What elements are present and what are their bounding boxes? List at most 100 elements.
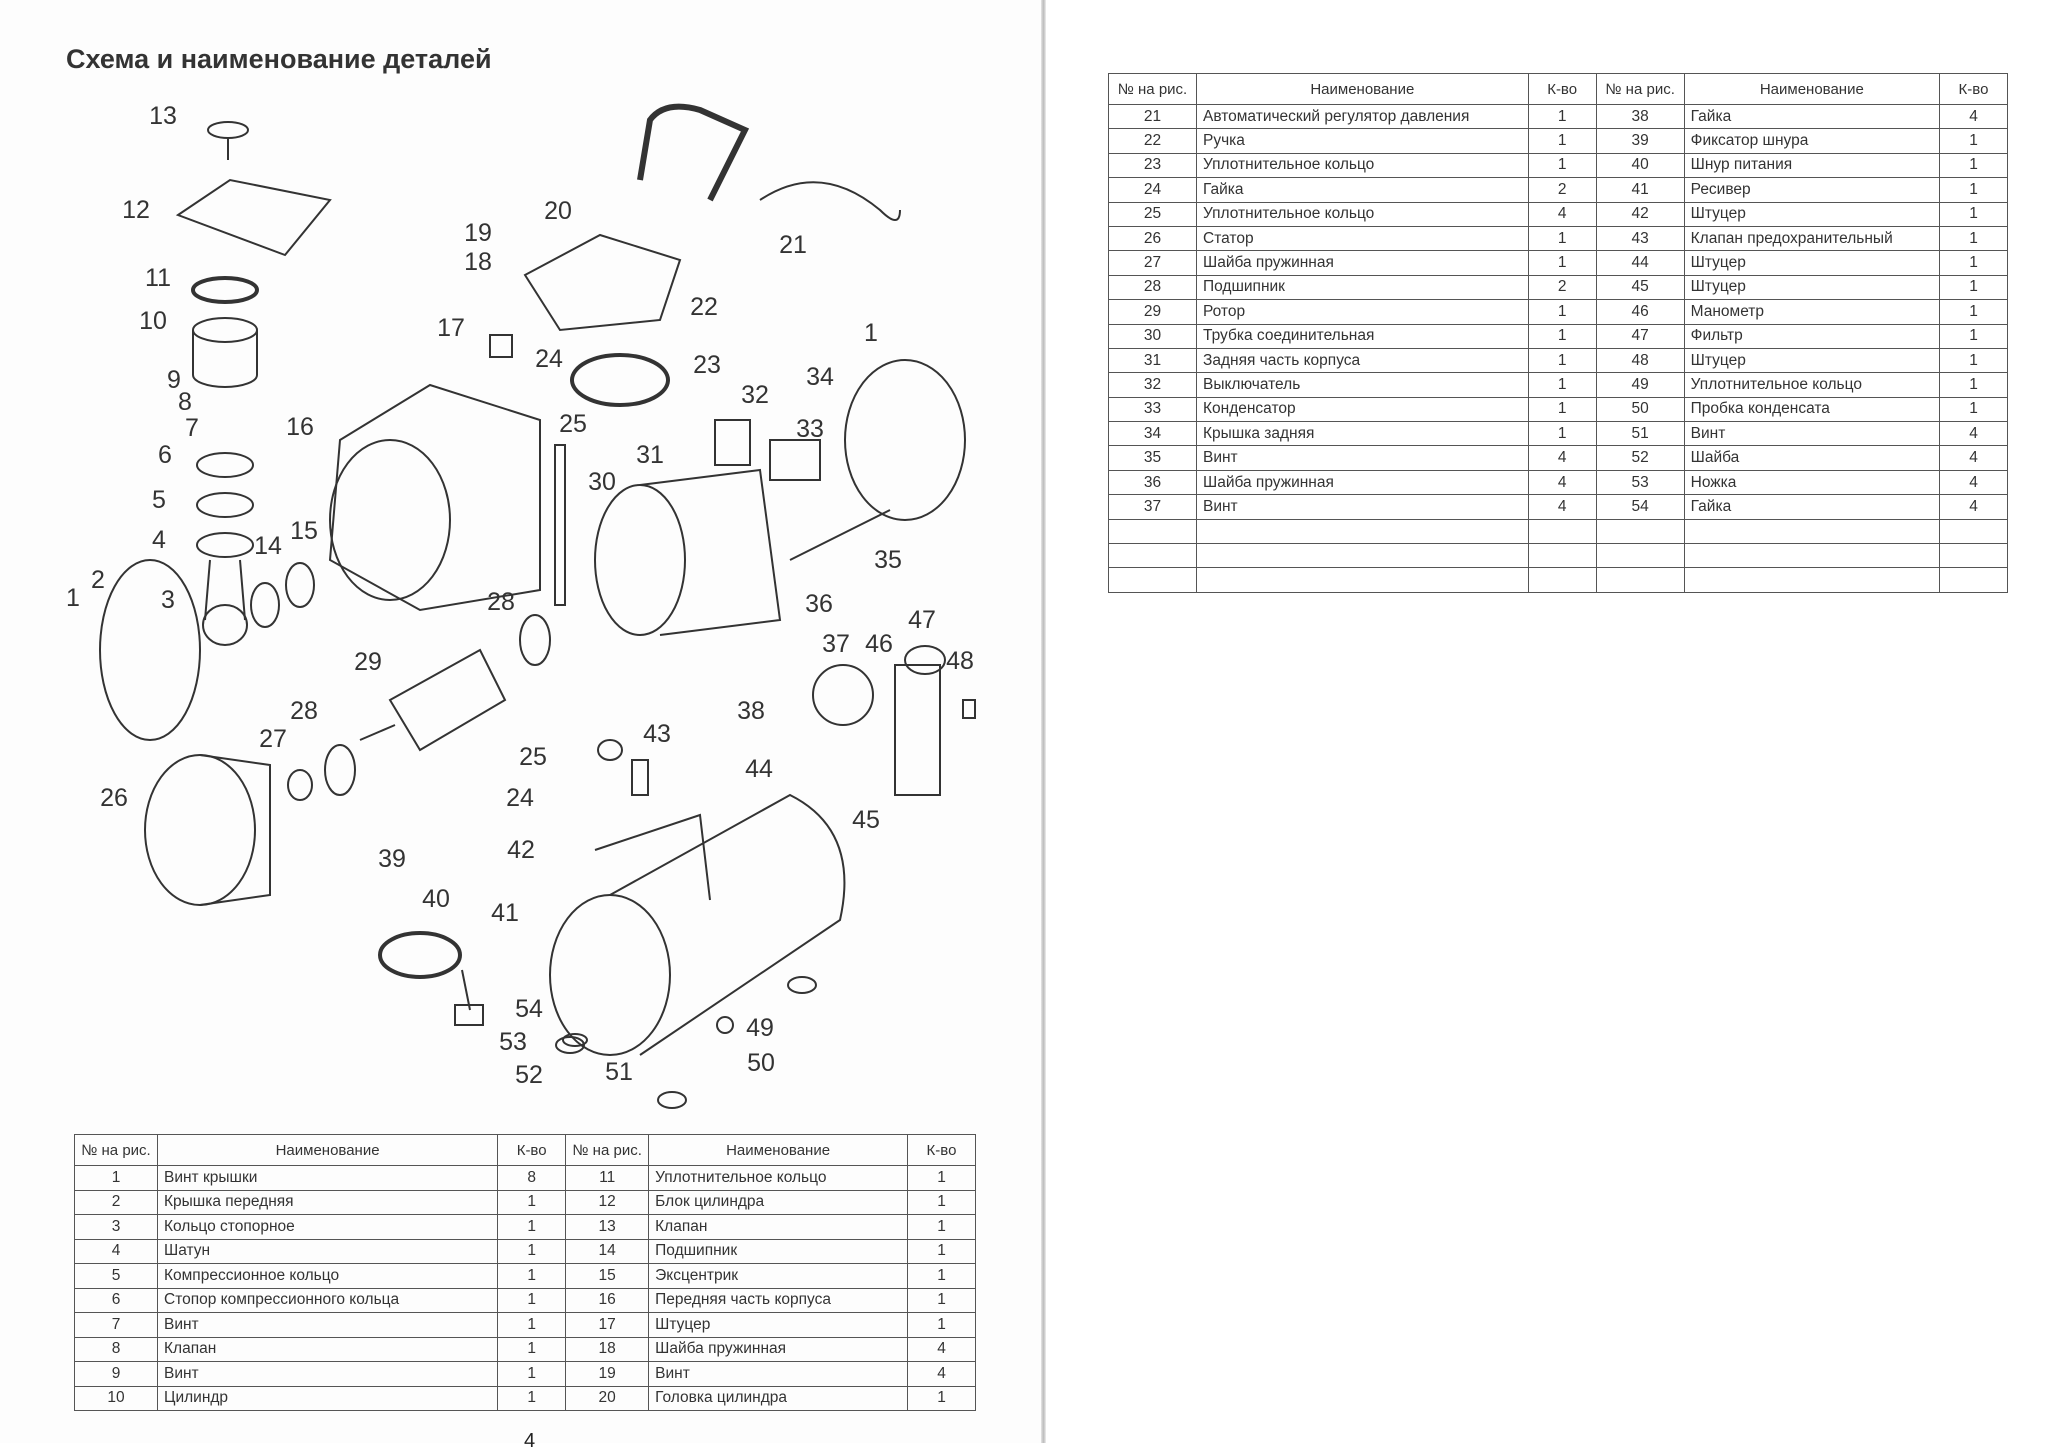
part-number: 41 — [1595, 177, 1685, 203]
part-quantity — [1527, 567, 1597, 593]
callout-number: 6 — [158, 441, 172, 469]
callout-number: 42 — [507, 836, 535, 864]
part-number: 40 — [1595, 152, 1685, 179]
part-number: 11 — [565, 1165, 650, 1191]
part-name: Подшипник — [648, 1238, 908, 1264]
part-name: Клапан — [648, 1214, 908, 1240]
callout-number: 46 — [865, 630, 893, 658]
part-number — [1595, 567, 1685, 593]
part-quantity: 1 — [1939, 225, 2008, 252]
part-quantity: 1 — [1939, 250, 2008, 276]
part-quantity: 1 — [1939, 299, 2008, 325]
part-quantity: 1 — [497, 1361, 567, 1387]
part-quantity: 1 — [497, 1385, 567, 1411]
column-header-name: Наименование — [648, 1134, 908, 1166]
callout-number: 8 — [178, 388, 192, 416]
part-quantity: 1 — [1939, 274, 2008, 301]
part-number: 54 — [1595, 494, 1685, 520]
part-number: 47 — [1595, 323, 1685, 349]
part-quantity: 1 — [907, 1214, 976, 1240]
part-quantity: 1 — [1527, 323, 1597, 349]
part-name: Винт — [1196, 445, 1529, 471]
part-name: Уплотнительное кольцо — [648, 1165, 908, 1191]
part-quantity — [1527, 543, 1597, 569]
callout-number: 23 — [693, 351, 721, 379]
part-quantity: 1 — [1527, 103, 1597, 130]
callout-number: 30 — [588, 468, 616, 496]
part-number: 43 — [1595, 225, 1685, 252]
part-quantity: 4 — [1527, 469, 1597, 496]
part-name: Статор — [1196, 225, 1529, 252]
part-number: 45 — [1595, 274, 1685, 301]
page-fold — [1041, 0, 1046, 1443]
callout-number: 41 — [491, 899, 519, 927]
part-quantity: 1 — [1939, 323, 2008, 349]
part-quantity: 4 — [907, 1336, 976, 1362]
part-number: 22 — [1108, 128, 1197, 154]
callout-number: 35 — [874, 546, 902, 574]
part-name: Стопор компрессионного кольца — [156, 1287, 499, 1313]
part-quantity: 1 — [1939, 396, 2008, 423]
callout-number: 7 — [185, 414, 199, 442]
part-number: 6 — [74, 1287, 158, 1313]
part-name: Уплотнительное кольцо — [1196, 201, 1529, 227]
part-number — [1108, 543, 1197, 569]
part-name: Штуцер — [648, 1312, 908, 1338]
column-header-qty: К-во — [907, 1134, 976, 1166]
motor — [144, 614, 551, 906]
part-name: Ножка — [1683, 469, 1941, 496]
part-name: Компрессионное кольцо — [156, 1263, 499, 1289]
part-quantity: 1 — [1527, 128, 1597, 154]
part-number: 26 — [1108, 225, 1197, 252]
callout-number: 32 — [741, 381, 769, 409]
part-number: 13 — [565, 1214, 650, 1240]
head-and-handle — [489, 103, 901, 407]
part-number: 25 — [1108, 201, 1197, 227]
part-number: 48 — [1595, 347, 1685, 374]
part-number: 30 — [1108, 323, 1197, 349]
part-quantity: 1 — [497, 1189, 567, 1215]
callout-number: 44 — [745, 755, 773, 783]
table-row — [1108, 543, 2008, 569]
part-quantity: 2 — [1527, 274, 1597, 301]
part-quantity: 4 — [1939, 469, 2008, 496]
part-name: Винт — [156, 1361, 499, 1387]
part-name: Гайка — [1683, 494, 1941, 520]
callout-number: 20 — [544, 197, 572, 225]
part-quantity: 1 — [1939, 128, 2008, 154]
callout-number: 25 — [519, 743, 547, 771]
part-number — [1595, 543, 1685, 569]
callout-number: 10 — [139, 307, 167, 335]
part-quantity: 4 — [1939, 494, 2008, 520]
callout-number: 50 — [747, 1049, 775, 1077]
part-name: Фильтр — [1683, 323, 1941, 349]
part-number: 7 — [74, 1312, 158, 1338]
feet — [555, 976, 817, 1109]
callout-number: 47 — [908, 606, 936, 634]
part-number: 34 — [1108, 421, 1197, 447]
part-name: Гайка — [1196, 177, 1529, 203]
callout-number: 34 — [806, 363, 834, 391]
part-quantity: 1 — [1939, 347, 2008, 374]
part-number: 33 — [1108, 396, 1197, 423]
part-number: 15 — [565, 1263, 650, 1289]
column-header-qty: К-во — [497, 1134, 567, 1166]
part-name: Пробка конденсата — [1683, 396, 1941, 423]
part-quantity: 4 — [907, 1361, 976, 1387]
callout-number: 3 — [161, 586, 175, 614]
part-number: 36 — [1108, 469, 1197, 496]
part-name: Винт — [1196, 494, 1529, 520]
callout-number: 5 — [152, 486, 166, 514]
